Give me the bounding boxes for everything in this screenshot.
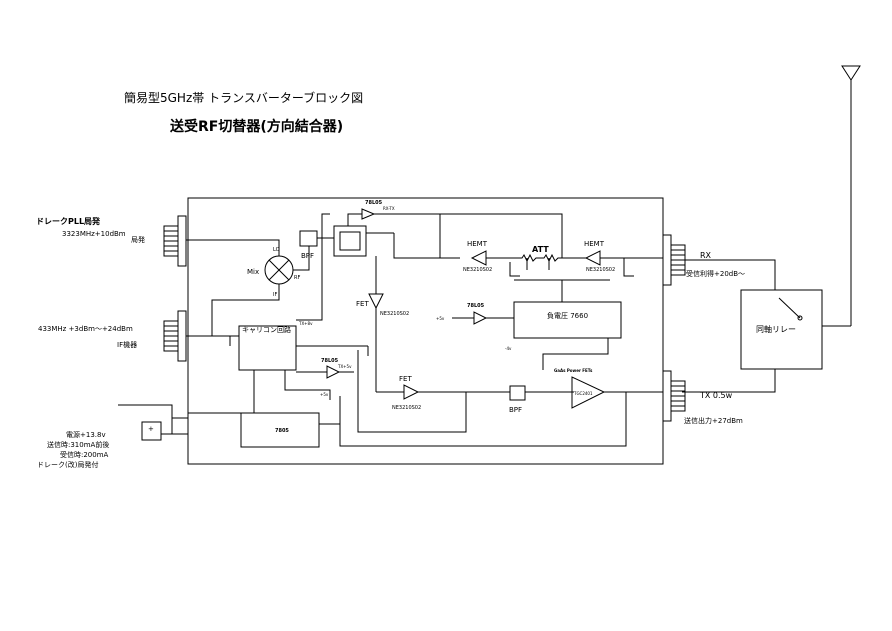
bpf-bottom-box xyxy=(509,385,526,401)
fet-bottom-part: NE3210S02 xyxy=(392,405,421,411)
power-jack xyxy=(141,421,162,441)
rx-label: RX xyxy=(700,251,712,260)
fet-bottom-amp xyxy=(403,384,420,400)
diagram-subtitle: 送受RF切替器(方向結合器) xyxy=(169,118,343,135)
hemt-right-part: NE3210S02 xyxy=(586,267,615,273)
negative-voltage-box xyxy=(513,301,622,339)
power-label: 電源+13.8v xyxy=(66,430,106,439)
diagram-title: 簡易型5GHz帯 トランスバーターブロック図 xyxy=(124,90,363,105)
mixer-icon xyxy=(264,255,294,285)
reg-right-label: 78L05 xyxy=(321,358,339,364)
lo-label: 局発 xyxy=(131,235,145,244)
tx-connector-icon xyxy=(662,370,686,422)
plus-sign: + xyxy=(148,425,154,433)
regulator-7805-box xyxy=(240,412,320,448)
reg-mid-label: 78L05 xyxy=(467,303,485,309)
tx-power-label: 送信出力+27dBm xyxy=(684,416,743,425)
fet-mid-label: FET xyxy=(356,300,369,308)
att-resistor xyxy=(516,253,586,263)
reg-mid-triangle xyxy=(473,311,488,325)
tx-current-label: 送信時:310mA前後 xyxy=(47,440,109,449)
mixer-label: Mix xyxy=(247,268,259,276)
carrier-control-label: キャリコン回路 xyxy=(242,325,291,334)
drake-lo-label: ドレーク(改)局発付 xyxy=(37,460,98,469)
reg-top-triangle xyxy=(361,208,376,220)
hemt-left-label: HEMT xyxy=(467,240,488,248)
rx-gain-label: 受信利得+20dB～ xyxy=(686,269,745,278)
main-enclosure xyxy=(187,197,664,465)
bpf-bottom-label: BPF xyxy=(509,406,522,414)
lo-freq-label: 3323MHz+10dBm xyxy=(62,230,126,238)
rf-port-tag: RF xyxy=(294,275,300,281)
hemt-left-amp xyxy=(470,250,487,266)
rx-tx-tag: RX-TX xyxy=(383,206,395,211)
minus-v-tag: -4v xyxy=(505,346,512,351)
power-fet-part: TGC2401 xyxy=(573,391,593,396)
att-label: ATT xyxy=(532,245,549,254)
negative-voltage-label: 負電圧 7660 xyxy=(547,311,588,320)
bpf-top-box xyxy=(299,230,318,247)
directional-coupler-box xyxy=(333,225,367,257)
regulator-7805-label: 7805 xyxy=(275,428,289,434)
lo-connector-icon xyxy=(163,215,187,267)
coax-relay-label: 同軸リレー xyxy=(756,324,796,334)
if-connector-icon xyxy=(163,310,187,362)
if-equipment-label: IF機器 xyxy=(117,340,137,349)
tx-label: TX 0.5w xyxy=(699,391,733,400)
if-level-label: 433MHz +3dBm～+24dBm xyxy=(38,325,133,333)
hemt-right-label: HEMT xyxy=(584,240,605,248)
rx-current-label: 受信時:200mA xyxy=(60,450,109,459)
carrier-control-box xyxy=(238,325,297,371)
fet-mid-amp xyxy=(368,293,384,310)
power-fet-label: GaAs Power FETs xyxy=(554,368,593,373)
tx-8v-tag: TX+8v xyxy=(298,321,313,326)
fet-bottom-label: FET xyxy=(399,375,412,383)
drake-pll-label: ドレークPLL局発 xyxy=(36,216,101,226)
antenna-icon xyxy=(822,65,861,327)
reg-top-label: 78L05 xyxy=(365,200,383,206)
fet-mid-part: NE3210S02 xyxy=(380,311,409,317)
relay-switch-icon xyxy=(778,297,803,321)
coax-relay-box xyxy=(740,289,823,370)
if-port-tag: IF xyxy=(273,292,277,298)
plus-5v-tag: +5v xyxy=(436,316,445,321)
plus-5v-small: +5v xyxy=(320,392,329,397)
power-fet-amp xyxy=(571,376,606,409)
hemt-right-amp xyxy=(584,250,601,266)
lo-port-tag: LO xyxy=(273,247,280,253)
tx-5v-tag: TX+5v xyxy=(337,364,352,369)
rx-connector-icon xyxy=(662,234,686,286)
bpf-top-label: BPF xyxy=(301,252,314,260)
hemt-left-part: NE3210S02 xyxy=(463,267,492,273)
